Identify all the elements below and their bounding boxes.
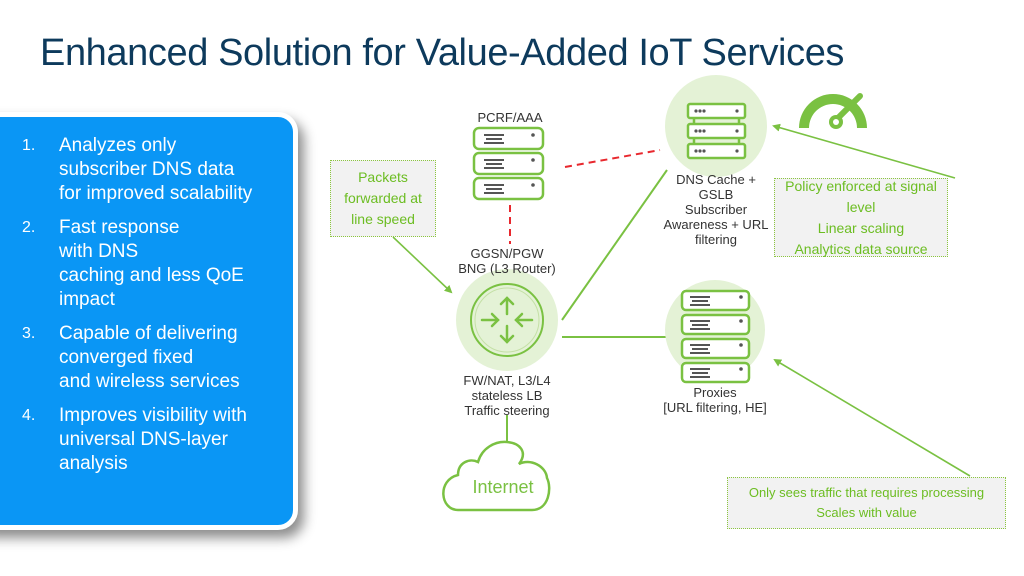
- packets-callout-arrow: [392, 236, 453, 294]
- policy-callout-arrow: [772, 123, 956, 179]
- benefit-text: Analyzes only subscriber DNS data for im…: [59, 135, 253, 204]
- speedometer-icon: [799, 93, 867, 129]
- benefits-list: 1. Analyzes only subscriber DNS data for…: [20, 134, 290, 486]
- dns-cache-server-icon: [665, 75, 767, 177]
- dns-cache-label: DNS Cache + GSLB Subscriber Awareness + …: [663, 172, 769, 247]
- benefit-number: 4.: [22, 407, 36, 424]
- router-to-dns-link: [561, 169, 668, 321]
- packets-callout: Packets forwarded at line speed: [330, 160, 436, 237]
- benefit-item: 3. Capable of delivering converged fixed…: [20, 322, 290, 394]
- router-bottom-label: FW/NAT, L3/L4 stateless LB Traffic steer…: [463, 373, 551, 418]
- benefit-number: 3.: [22, 325, 36, 342]
- internet-cloud-icon: [442, 440, 551, 512]
- router-top-label: GGSN/PGW BNG (L3 Router): [458, 246, 556, 276]
- internet-label: Internet: [472, 477, 534, 497]
- proxies-callout: Only sees traffic that requires processi…: [727, 477, 1006, 529]
- policy-callout: Policy enforced at signal level Linear s…: [774, 178, 948, 257]
- pcrf-to-dns-signal-line: [564, 149, 661, 168]
- benefit-number: 2.: [22, 219, 36, 236]
- proxies-label: Proxies [URL filtering, HE]: [663, 385, 767, 415]
- benefit-item: 4. Improves visibility with universal DN…: [20, 404, 290, 476]
- benefits-panel: [0, 112, 298, 530]
- benefit-text: Fast response with DNS caching and less …: [59, 217, 244, 310]
- benefit-item: 1. Analyzes only subscriber DNS data for…: [20, 134, 290, 206]
- pcrf-server-icon: [472, 126, 545, 201]
- pcrf-label: PCRF/AAA: [477, 110, 543, 125]
- benefit-text: Capable of delivering converged fixed an…: [59, 323, 240, 392]
- benefit-number: 1.: [22, 137, 36, 154]
- proxies-callout-arrow: [773, 358, 971, 477]
- slide-title: Enhanced Solution for Value-Added IoT Se…: [40, 32, 845, 74]
- router-icon: [456, 269, 558, 371]
- proxies-server-icon: [665, 280, 765, 384]
- benefit-item: 2. Fast response with DNS caching and le…: [20, 216, 290, 312]
- benefit-text: Improves visibility with universal DNS-l…: [59, 405, 247, 474]
